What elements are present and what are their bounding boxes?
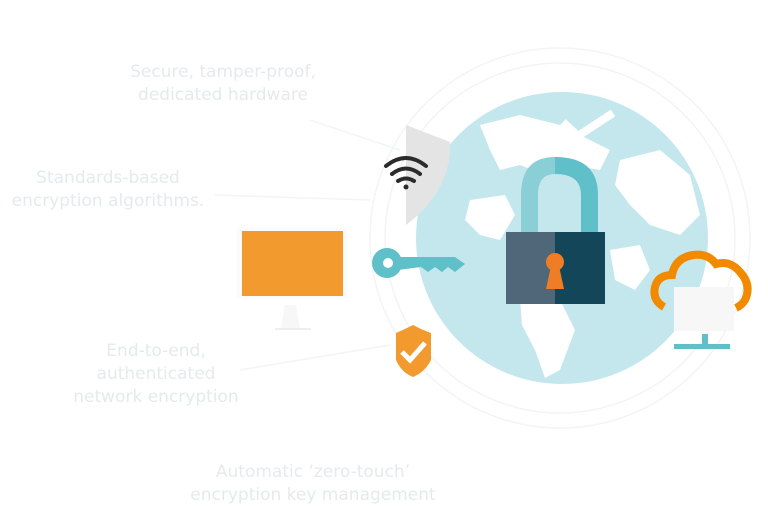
monitor-icon bbox=[237, 228, 347, 330]
checkmark-icon bbox=[560, 109, 616, 142]
caption-algorithms: Standards-based encryption algorithms. bbox=[2, 167, 214, 213]
caption-line: Secure, tamper-proof, bbox=[130, 62, 316, 82]
caption-network: End-to-end, authenticated network encryp… bbox=[60, 340, 252, 409]
caption-line: authenticated bbox=[96, 364, 216, 384]
keyhole-icon bbox=[546, 253, 564, 271]
caption-hardware: Secure, tamper-proof, dedicated hardware bbox=[118, 61, 328, 107]
wifi-icon bbox=[384, 156, 428, 190]
decorative-rings bbox=[214, 47, 751, 429]
caption-line: Automatic ‘zero-touch’ bbox=[215, 462, 411, 482]
shield-icon bbox=[406, 125, 451, 225]
caption-line: Standards-based bbox=[36, 168, 180, 188]
shield-check-icon bbox=[396, 325, 431, 377]
caption-line: dedicated hardware bbox=[138, 85, 308, 105]
caption-line: encryption algorithms. bbox=[11, 191, 205, 211]
caption-keys: Automatic ‘zero-touch’ encryption key ma… bbox=[168, 461, 458, 507]
caption-line: encryption key management bbox=[190, 485, 436, 505]
padlock-icon bbox=[506, 157, 605, 304]
caption-line: network encryption bbox=[73, 387, 239, 407]
key-icon bbox=[372, 248, 465, 278]
caption-line: End-to-end, bbox=[106, 341, 206, 361]
cloud-server-icon bbox=[650, 250, 752, 349]
